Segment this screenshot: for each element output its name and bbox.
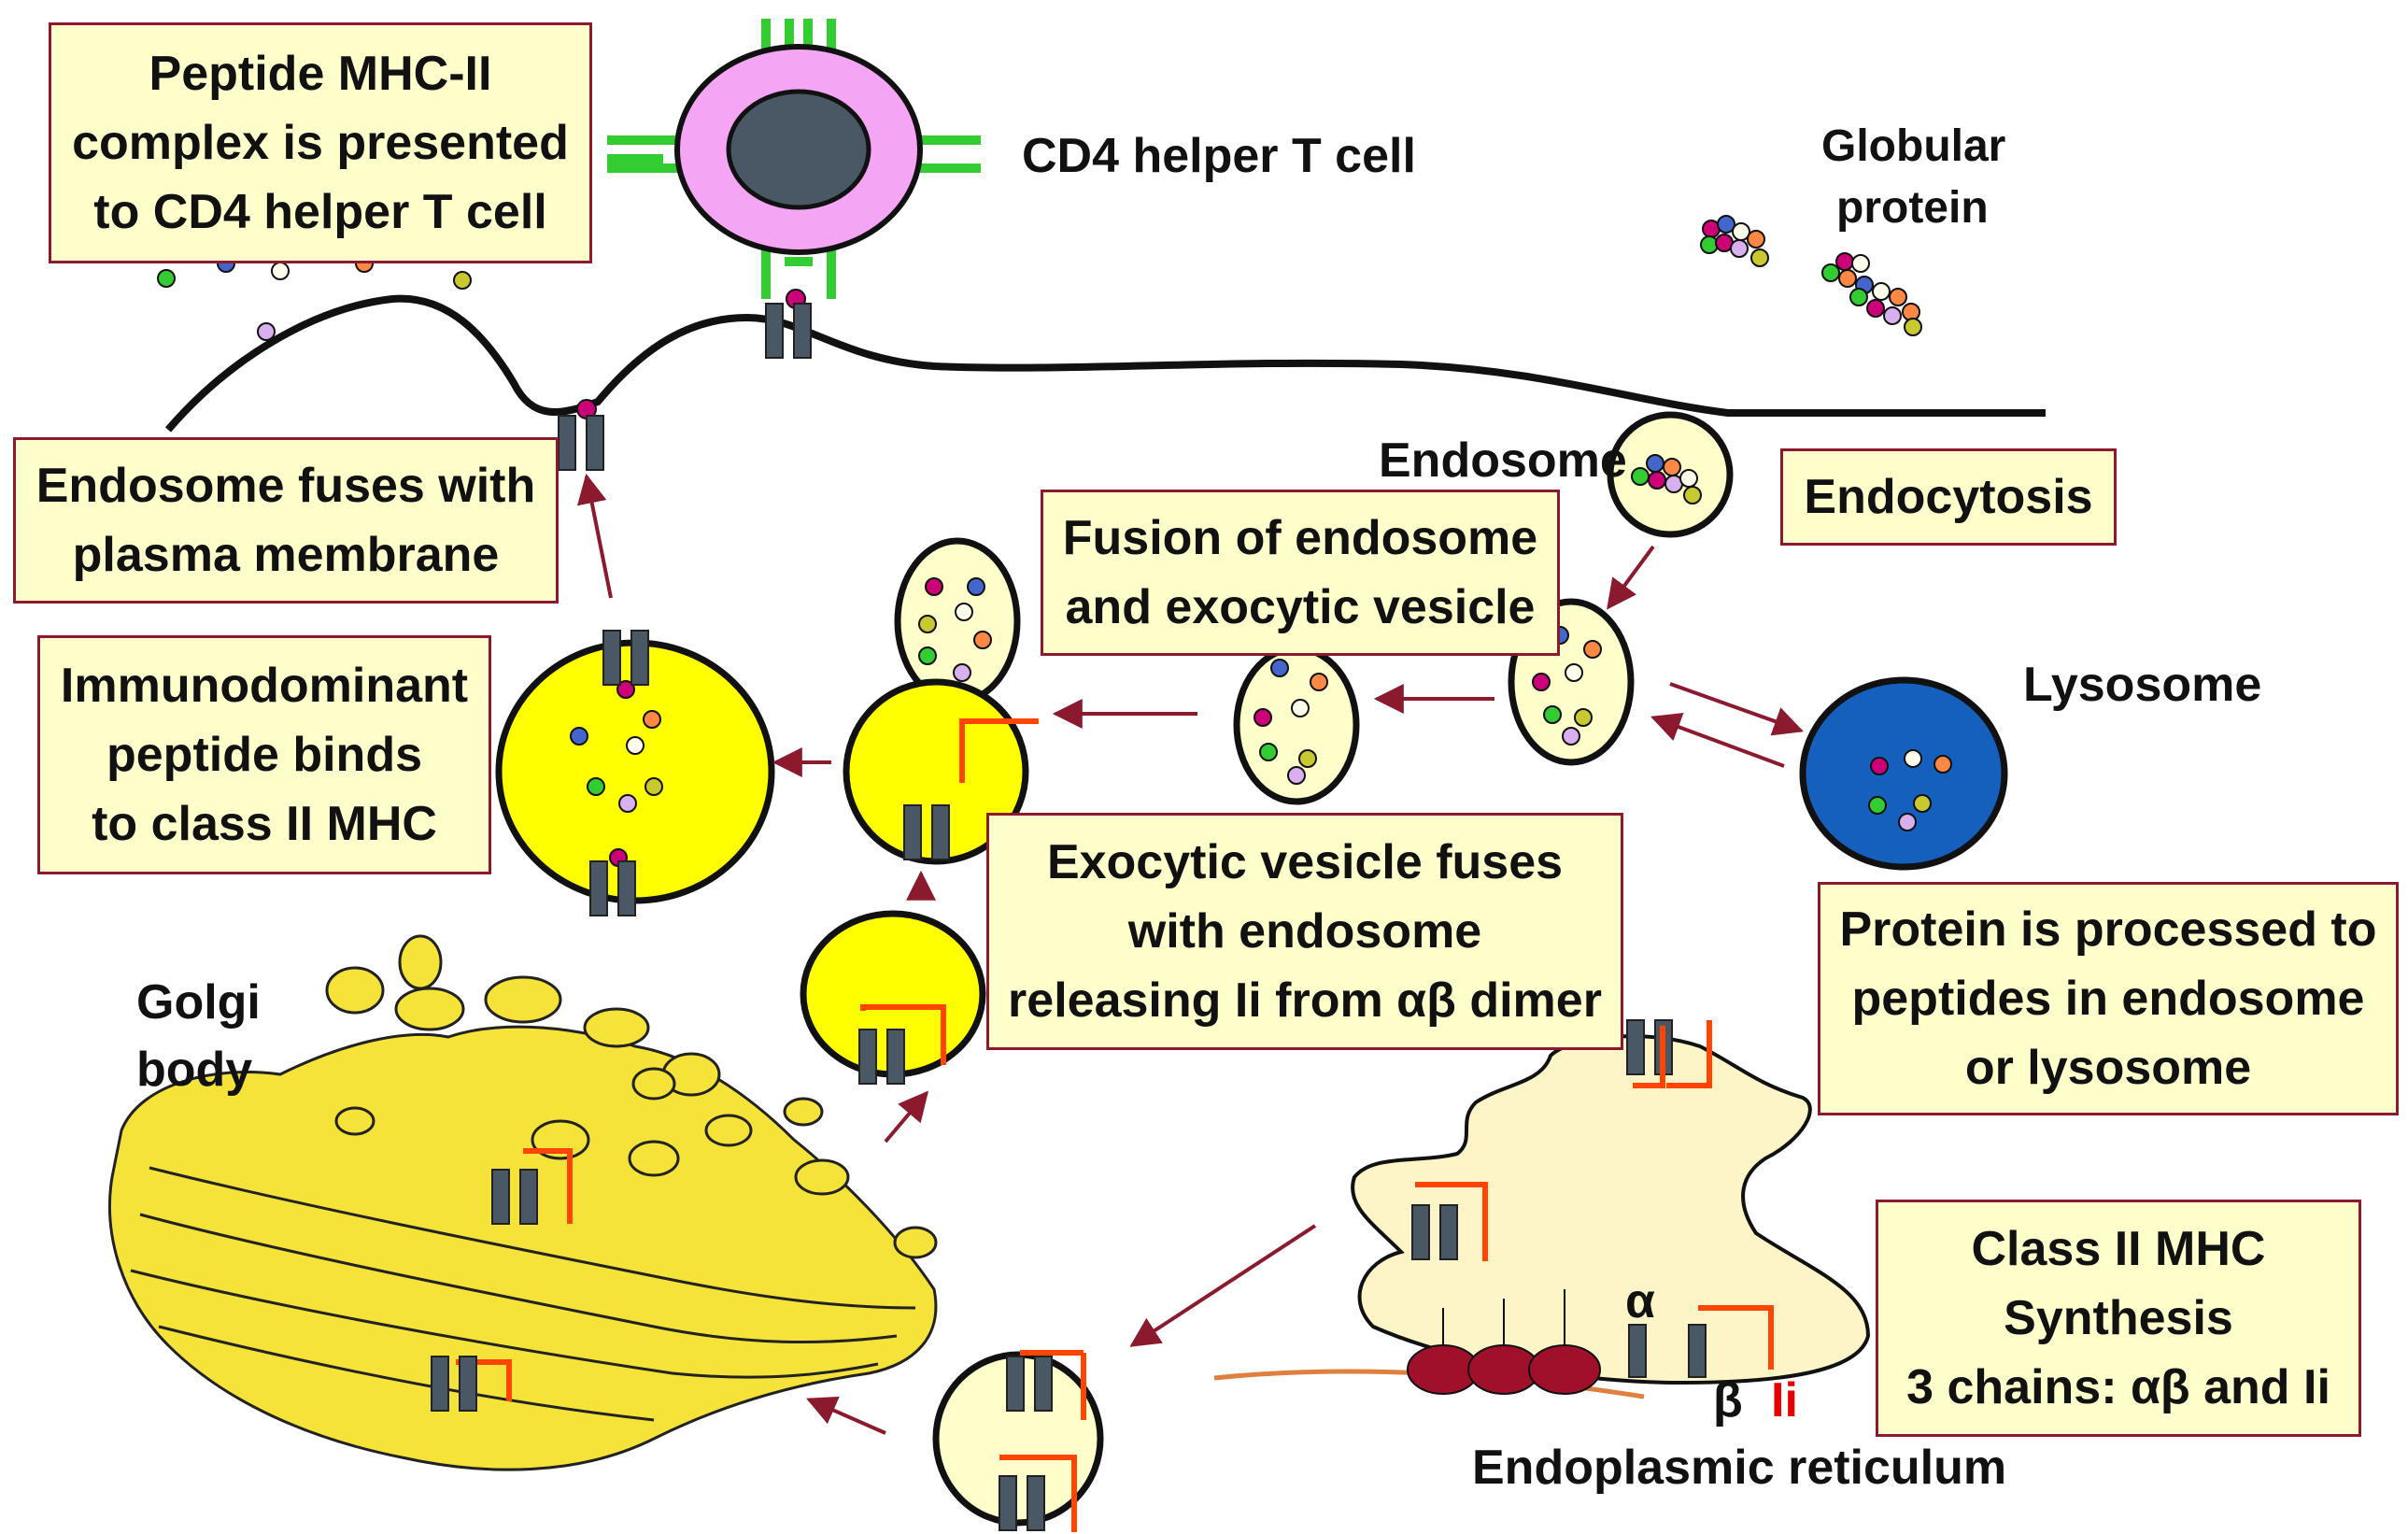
box-endosome-fuses: Endosome fuses with plasma membrane (13, 437, 559, 604)
box-exocytic-fuses: Exocytic vesicle fuses with endosome rel… (986, 813, 1623, 1050)
label-beta: β (1713, 1373, 1743, 1427)
mhc-presented (765, 303, 812, 359)
exocytic-vesicle-fusion (843, 537, 1039, 865)
box-peptide-presented: Peptide MHC-II complex is presented to C… (49, 22, 592, 263)
cd4-t-cell (607, 19, 981, 299)
label-protein: protein (1836, 183, 1989, 233)
box-class-ii-synthesis: Class II MHC Synthesis 3 chains: αβ and … (1876, 1200, 2361, 1437)
arrow-vesicle-to-golgi (806, 1396, 886, 1435)
label-endoplasmic-reticulum: Endoplasmic reticulum (1472, 1441, 2007, 1495)
label-ii: Ii (1771, 1373, 1798, 1427)
ii-chain (1698, 1305, 1774, 1370)
endocytic-vesicle (1607, 411, 1734, 538)
box-immunodominant: Immunodominant peptide binds to class II… (37, 635, 491, 874)
t-cell-nucleus (726, 89, 871, 210)
mhc-membrane (558, 415, 604, 471)
box-endocytosis: Endocytosis (1780, 448, 2117, 546)
arrow-to-lysosome (1669, 682, 1805, 736)
free-peptides (157, 254, 472, 341)
label-golgi: Golgi (136, 975, 261, 1030)
golgi-body (108, 934, 938, 1471)
label-lysosome: Lysosome (2023, 658, 2262, 712)
fusing-endosome (1233, 645, 1360, 805)
globular-protein-cluster (1700, 215, 1922, 336)
arrow-er-to-vesicle (1129, 1224, 1317, 1347)
er-vesicle (932, 1350, 1104, 1532)
beta-chain (1688, 1324, 1707, 1378)
arrow-endocytosis (1607, 545, 1655, 610)
label-cd4-t-cell: CD4 helper T cell (1022, 129, 1416, 183)
arrow-from-lysosome (1650, 713, 1785, 768)
arrow-loading-to-membrane (576, 473, 613, 599)
label-globular: Globular (1821, 121, 2006, 171)
label-endosome: Endosome (1379, 433, 1627, 488)
plasma-membrane (164, 294, 2046, 433)
arrow-golgi-to-vesicle (884, 1090, 929, 1143)
box-fusion: Fusion of endosome and exocytic vesicle (1041, 490, 1560, 656)
golgi-vesicle (800, 910, 986, 1078)
endoplasmic-reticulum (1213, 1034, 1871, 1399)
alpha-chain (1628, 1324, 1647, 1378)
lysosome (1799, 676, 2008, 871)
label-body: body (136, 1043, 253, 1097)
box-protein-processed: Protein is processed to peptides in endo… (1818, 882, 2399, 1115)
label-alpha: α (1625, 1274, 1655, 1328)
